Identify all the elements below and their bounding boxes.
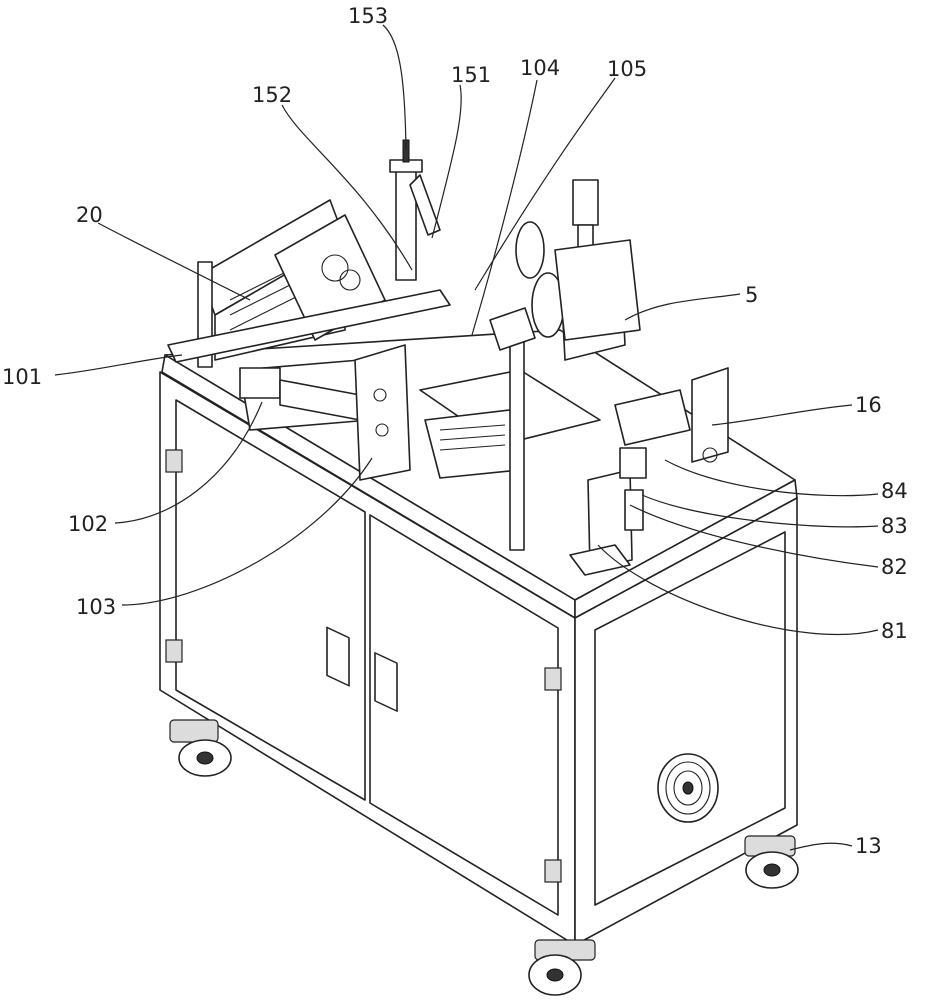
label-101: 101 <box>2 365 42 389</box>
leader-81 <box>597 544 879 636</box>
label-13: 13 <box>855 834 882 858</box>
motor-5 <box>554 179 641 341</box>
leader-152 <box>281 104 413 271</box>
side-panel <box>594 531 786 906</box>
leader-105 <box>474 77 616 291</box>
hinge-upper-left <box>165 449 183 473</box>
leader-151 <box>431 84 462 239</box>
leader-102 <box>114 401 263 524</box>
label-83: 83 <box>881 514 908 538</box>
caster-right <box>744 835 799 889</box>
leader-20 <box>97 222 251 301</box>
hinge-lower-left <box>165 639 183 663</box>
leader-104 <box>471 79 538 336</box>
label-16: 16 <box>855 393 882 417</box>
leader-5 <box>624 293 741 321</box>
cylinder-84 <box>614 389 691 446</box>
gripper-82-83 <box>619 447 647 531</box>
caster-front <box>528 939 596 996</box>
label-152: 152 <box>252 83 292 107</box>
vertical-post <box>489 307 536 551</box>
leader-84 <box>664 459 879 497</box>
label-105: 105 <box>607 57 647 81</box>
leader-83 <box>641 494 879 528</box>
label-103: 103 <box>76 595 116 619</box>
left-door-handle <box>326 626 350 687</box>
leader-103 <box>121 457 373 606</box>
cabinet <box>159 329 799 996</box>
label-82: 82 <box>881 555 908 579</box>
column-153 <box>389 139 441 281</box>
leader-101 <box>54 354 183 376</box>
leader-lines <box>54 24 879 851</box>
right-door-handle <box>374 651 398 713</box>
label-5: 5 <box>745 283 758 307</box>
hinge-lower-right <box>544 859 562 883</box>
lamp-16 <box>691 367 729 463</box>
bracket-103 <box>354 344 411 481</box>
left-door <box>175 399 366 801</box>
label-102: 102 <box>68 512 108 536</box>
label-81: 81 <box>881 619 908 643</box>
support-81 <box>569 469 633 576</box>
leader-153 <box>382 24 407 151</box>
reference-labels: 153 151 104 105 152 20 5 101 16 84 83 10… <box>2 4 908 858</box>
label-104: 104 <box>520 56 560 80</box>
label-153: 153 <box>348 4 388 28</box>
label-84: 84 <box>881 479 908 503</box>
hinge-upper-right <box>544 667 562 691</box>
right-door <box>369 514 559 916</box>
caster-left <box>169 719 232 777</box>
leader-82 <box>629 504 879 568</box>
label-20: 20 <box>76 203 103 227</box>
leader-13 <box>789 842 853 851</box>
leader-16 <box>711 404 853 426</box>
cooling-fan <box>657 753 719 823</box>
label-151: 151 <box>451 63 491 87</box>
